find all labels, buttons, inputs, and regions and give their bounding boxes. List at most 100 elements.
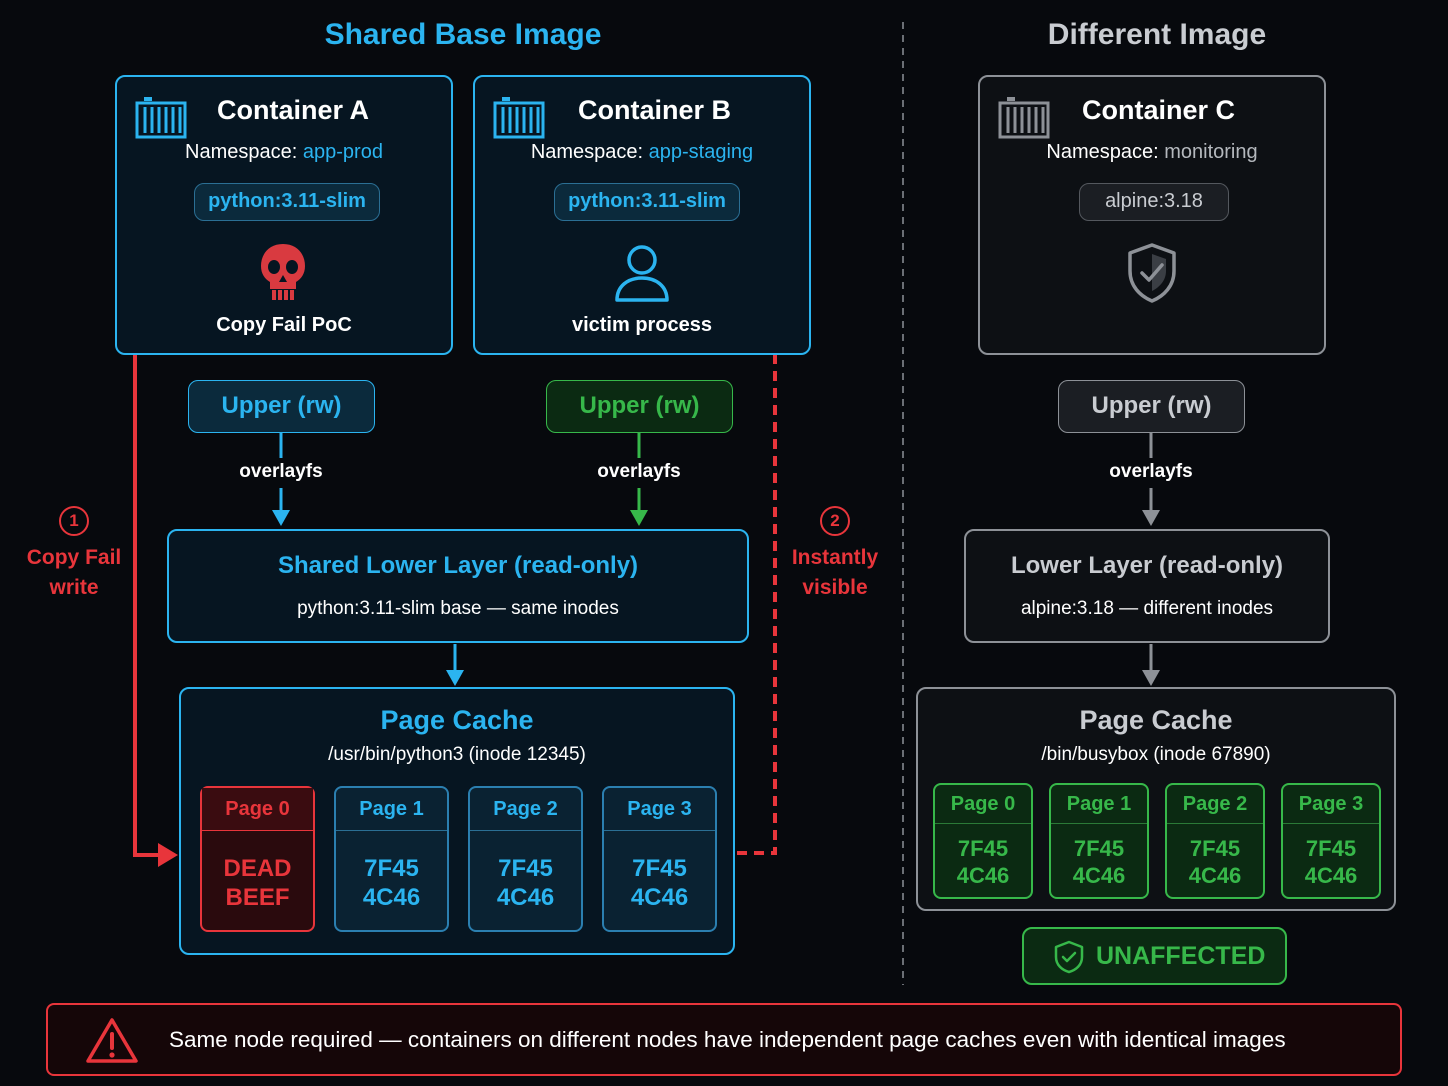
namespace-label: Namespace: <box>185 141 298 163</box>
user-icon <box>615 245 669 302</box>
page-2: Page 2 7F45 4C46 <box>1165 783 1265 899</box>
namespace-value: monitoring <box>1164 141 1258 163</box>
container-c-namespace: Namespace: monitoring <box>980 141 1324 164</box>
namespace-value: app-staging <box>648 141 754 163</box>
page-0-corrupted: Page 0 DEAD BEEF <box>200 786 315 932</box>
c-lower-layer: Lower Layer (read-only) alpine:3.18 — di… <box>964 529 1330 643</box>
container-a-title: Container A <box>217 95 370 125</box>
step-1-number: 1 <box>59 506 89 536</box>
step-1-line1: Copy Fail <box>26 546 122 569</box>
warning-icon <box>86 1018 138 1063</box>
page-value-line2: 4C46 <box>362 884 421 911</box>
page-1: Page 1 7F45 4C46 <box>1049 783 1149 899</box>
page-value-line1: 7F45 <box>957 836 1009 861</box>
warning-banner: Same node required — containers on diffe… <box>46 1003 1402 1076</box>
shared-cache-subtitle: /usr/bin/python3 (inode 12345) <box>328 744 586 765</box>
shared-cache-title: Page Cache <box>380 705 534 735</box>
shared-section-title: Shared Base Image <box>324 18 602 51</box>
different-section-title: Different Image <box>1047 18 1267 51</box>
step-1-line2: write <box>49 576 99 599</box>
page-value-line2: 4C46 <box>1188 863 1242 888</box>
step-2-number: 2 <box>820 506 850 536</box>
upper-layer-a: Upper (rw) <box>188 380 375 433</box>
overlayfs-label-b: overlayfs <box>597 461 681 482</box>
skull-icon <box>261 244 305 300</box>
page-value-line2: 4C46 <box>956 863 1010 888</box>
container-a-card[interactable]: Container A Namespace: app-prod python:3… <box>115 75 453 355</box>
page-2: Page 2 7F45 4C46 <box>468 786 583 932</box>
page-label: Page 1 <box>1051 785 1147 824</box>
page-value-line2: BEEF <box>225 884 290 911</box>
container-b-namespace: Namespace: app-staging <box>475 141 809 164</box>
page-3: Page 3 7F45 4C46 <box>602 786 717 932</box>
container-a-caption: Copy Fail PoC <box>216 314 352 336</box>
instantly-visible-path <box>737 322 777 855</box>
page-value-line2: 4C46 <box>496 884 555 911</box>
upper-layer-b: Upper (rw) <box>546 380 733 433</box>
page-3: Page 3 7F45 4C46 <box>1281 783 1381 899</box>
page-label: Page 3 <box>1283 785 1379 824</box>
container-a-namespace: Namespace: app-prod <box>117 141 451 164</box>
overlay-arrowhead-b <box>630 510 648 526</box>
page-label: Page 1 <box>336 788 447 831</box>
page-0: Page 0 7F45 4C46 <box>933 783 1033 899</box>
container-b-caption: victim process <box>571 314 713 336</box>
c-page-cache: Page Cache /bin/busybox (inode 67890) Pa… <box>916 687 1396 911</box>
overlayfs-label-c: overlayfs <box>1109 461 1193 482</box>
shared-lower-layer: Shared Lower Layer (read-only) python:3.… <box>167 529 749 643</box>
copy-fail-write-arrowhead <box>158 843 178 867</box>
upper-layer-c: Upper (rw) <box>1058 380 1245 433</box>
container-icon <box>998 97 1050 139</box>
container-icon <box>493 97 545 139</box>
overlayfs-label-a: overlayfs <box>239 461 323 482</box>
unaffected-badge: UNAFFECTED <box>1022 927 1287 985</box>
page-value-line1: 7F45 <box>364 855 419 882</box>
c-cache-title: Page Cache <box>1079 705 1233 735</box>
namespace-label: Namespace: <box>530 141 644 163</box>
page-value-line1: DEAD <box>223 855 292 882</box>
page-value-line1: 7F45 <box>632 855 687 882</box>
container-c-title: Container C <box>1082 95 1236 125</box>
page-value-line1: 7F45 <box>1189 836 1241 861</box>
page-value-line2: 4C46 <box>1304 863 1358 888</box>
step-1-label: Copy Fail write <box>14 543 134 603</box>
c-lower-title: Lower Layer (read-only) <box>1010 552 1284 579</box>
page-value-line2: 4C46 <box>630 884 689 911</box>
page-value-line1: 7F45 <box>498 855 553 882</box>
container-c-card[interactable]: Container C Namespace: monitoring alpine… <box>978 75 1326 355</box>
step-2-line1: Instantly <box>791 546 879 569</box>
shared-lower-title: Shared Lower Layer (read-only) <box>277 552 639 579</box>
shared-page-cache: Page Cache /usr/bin/python3 (inode 12345… <box>179 687 735 955</box>
copy-fail-write-path <box>133 355 160 857</box>
namespace-label: Namespace: <box>1046 141 1159 163</box>
c-lower-to-cache-arrowhead <box>1142 670 1160 686</box>
page-label: Page 3 <box>604 788 715 831</box>
page-label: Page 2 <box>470 788 581 831</box>
page-value-line1: 7F45 <box>1305 836 1357 861</box>
warning-text: Same node required — containers on diffe… <box>169 1027 1286 1052</box>
container-b-card[interactable]: Container B Namespace: app-staging pytho… <box>473 75 811 355</box>
namespace-value: app-prod <box>302 141 383 163</box>
page-label: Page 2 <box>1167 785 1263 824</box>
step-2-line2: visible <box>802 576 868 599</box>
container-icon <box>135 97 187 139</box>
shield-check-icon <box>1054 940 1084 974</box>
overlay-arrowhead-a <box>272 510 290 526</box>
shield-check-icon <box>1128 243 1176 303</box>
page-label: Page 0 <box>202 788 313 831</box>
lower-to-cache-arrowhead <box>446 670 464 686</box>
shared-lower-subtitle: python:3.11-slim base — same inodes <box>297 598 619 619</box>
page-1: Page 1 7F45 4C46 <box>334 786 449 932</box>
container-b-image-tag: python:3.11-slim <box>554 183 740 221</box>
container-a-image-tag: python:3.11-slim <box>194 183 380 221</box>
page-value-line2: 4C46 <box>1072 863 1126 888</box>
unaffected-label: UNAFFECTED <box>1096 942 1266 970</box>
step-2-label: Instantly visible <box>775 543 895 603</box>
c-cache-subtitle: /bin/busybox (inode 67890) <box>1041 744 1271 765</box>
page-label: Page 0 <box>935 785 1031 824</box>
page-value-line1: 7F45 <box>1073 836 1125 861</box>
container-b-title: Container B <box>578 95 732 125</box>
c-lower-subtitle: alpine:3.18 — different inodes <box>1020 598 1274 619</box>
container-c-image-tag: alpine:3.18 <box>1079 183 1229 221</box>
